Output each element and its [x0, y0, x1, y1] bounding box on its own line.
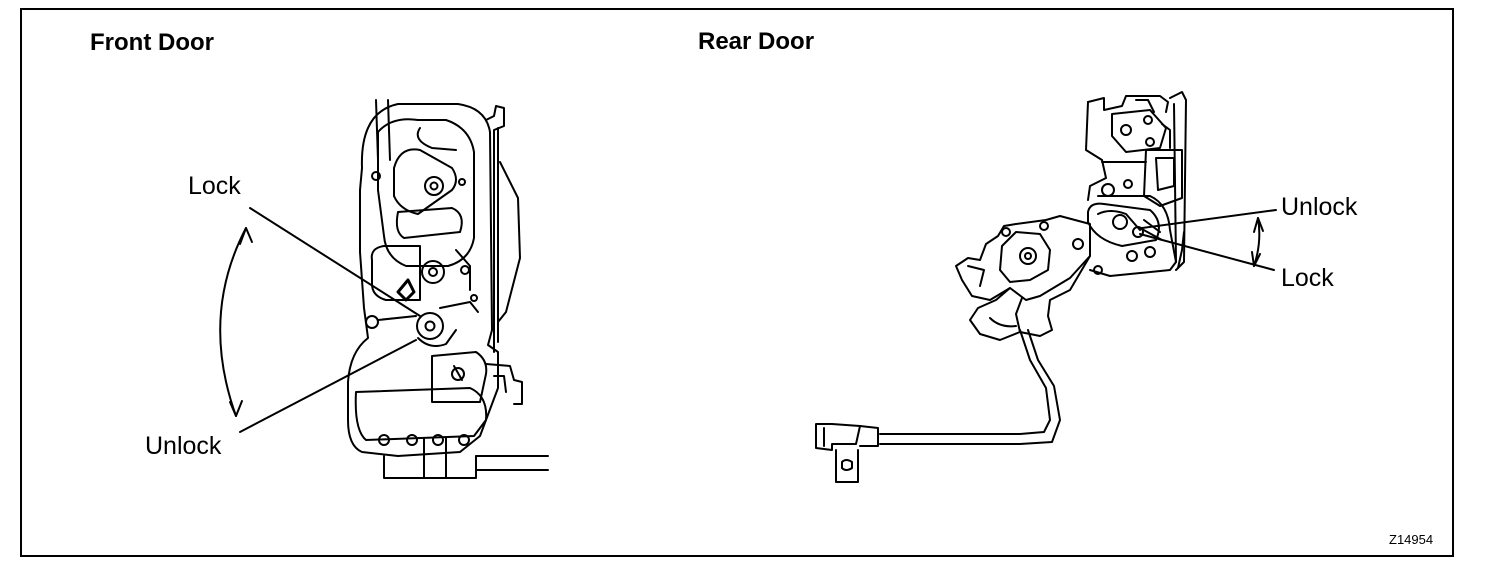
front-arc-arrowhead-bottom	[230, 401, 242, 416]
front-lock-leader-line	[250, 208, 420, 316]
rear-door-title: Rear Door	[698, 28, 815, 55]
front-unlock-label: Unlock	[145, 432, 222, 460]
front-unlock-leader-line	[240, 340, 416, 432]
figure-frame	[20, 8, 1454, 557]
rear-lock-leader-line	[1140, 234, 1274, 270]
rear-unlock-leader-line	[1142, 210, 1276, 228]
rear-arc-arrowhead-bottom	[1252, 252, 1260, 266]
figure-code: Z14954	[1389, 532, 1434, 547]
rear-unlock-label: Unlock	[1281, 193, 1358, 221]
rear-lock-label: Lock	[1281, 264, 1334, 292]
front-lock-label: Lock	[188, 172, 241, 200]
rear-door-lock-assembly	[816, 92, 1186, 482]
front-arc-arrowhead-top	[240, 228, 252, 244]
rear-arc-arrowhead-top	[1254, 218, 1263, 232]
front-door-title: Front Door	[90, 29, 214, 56]
front-lock-unlock-arc	[220, 228, 246, 416]
front-door-lock-assembly	[348, 100, 548, 478]
